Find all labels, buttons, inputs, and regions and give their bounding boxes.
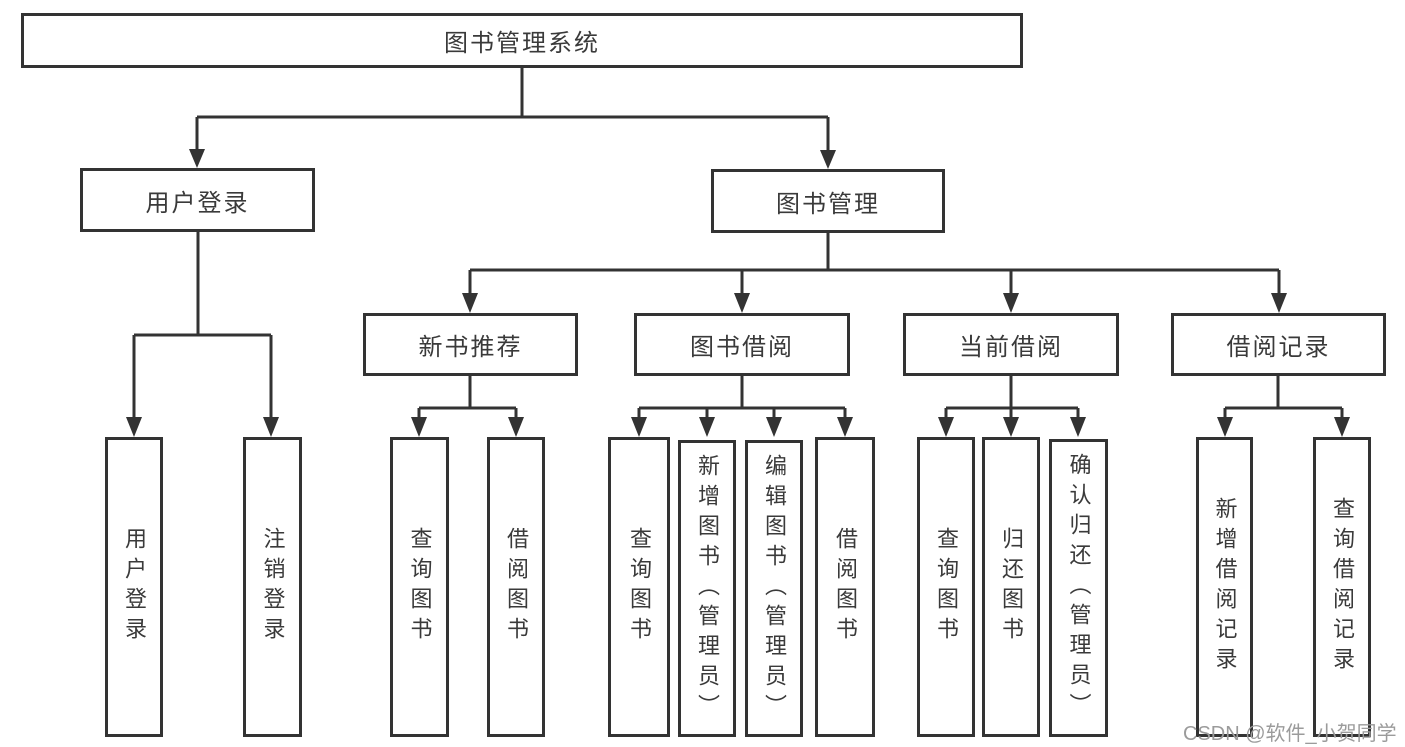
connector-book-borrowing-to-leaves — [631, 376, 853, 437]
node-book-borrowing: 图书借阅 — [634, 313, 850, 376]
leaf-query-books-borrowing-label: 查询图书 — [627, 527, 652, 647]
leaf-return-books: 归还图书 — [982, 437, 1040, 737]
node-user-login-label: 用户登录 — [145, 189, 250, 217]
leaf-query-books-recommend-label: 查询图书 — [407, 527, 433, 647]
node-borrowing-records-label: 借阅记录 — [1226, 334, 1331, 361]
node-current-borrowing-label: 当前借阅 — [959, 334, 1063, 361]
node-book-borrowing-label: 图书借阅 — [690, 334, 794, 361]
node-root-system: 图书管理系统 — [21, 13, 1023, 68]
leaf-query-borrow-record-label: 查询借阅记录 — [1330, 497, 1355, 677]
leaf-borrow-books-recommend: 借阅图书 — [487, 437, 545, 737]
node-current-borrowing: 当前借阅 — [903, 313, 1119, 376]
connector-book-management-to-level3 — [462, 233, 1287, 313]
node-book-management-label: 图书管理 — [776, 190, 880, 218]
leaf-edit-books-admin: 编辑图书（管理员） — [745, 440, 803, 737]
csdn-watermark: CSDN @软件_小贺同学 — [1183, 723, 1397, 745]
connector-current-borrowing-to-leaves — [938, 376, 1086, 437]
node-book-management: 图书管理 — [711, 169, 945, 233]
leaf-add-borrow-record: 新增借阅记录 — [1196, 437, 1253, 737]
connector-root-to-level2 — [189, 68, 836, 169]
leaf-query-borrow-record: 查询借阅记录 — [1313, 437, 1371, 737]
connector-borrowing-records-to-leaves — [1217, 376, 1350, 437]
leaf-confirm-return-admin-label: 确认归还（管理员） — [1066, 453, 1092, 723]
leaf-query-books-current: 查询图书 — [917, 437, 975, 737]
leaf-borrow-books-recommend-label: 借阅图书 — [504, 527, 529, 647]
leaf-add-borrow-record-label: 新增借阅记录 — [1212, 497, 1238, 677]
leaf-add-books-admin-label: 新增图书（管理员） — [695, 453, 720, 724]
leaf-add-books-admin: 新增图书（管理员） — [678, 440, 736, 737]
connector-user-login-to-leaves — [126, 232, 279, 437]
leaf-logout: 注销登录 — [243, 437, 302, 737]
connector-new-book-recommend-to-leaves — [411, 376, 524, 437]
leaf-query-books-recommend: 查询图书 — [390, 437, 449, 737]
leaf-user-login-label: 用户登录 — [122, 527, 147, 647]
node-root-label: 图书管理系统 — [444, 30, 600, 57]
node-user-login: 用户登录 — [80, 168, 315, 232]
leaf-borrow-books-borrowing: 借阅图书 — [815, 437, 875, 737]
leaf-user-login: 用户登录 — [105, 437, 163, 737]
node-borrowing-records: 借阅记录 — [1171, 313, 1386, 376]
leaf-return-books-label: 归还图书 — [999, 527, 1024, 647]
node-new-book-recommend: 新书推荐 — [363, 313, 578, 376]
leaf-query-books-borrowing: 查询图书 — [608, 437, 670, 737]
leaf-logout-label: 注销登录 — [260, 527, 286, 647]
leaf-query-books-current-label: 查询图书 — [934, 527, 959, 647]
leaf-borrow-books-borrowing-label: 借阅图书 — [833, 527, 858, 647]
node-new-book-recommend-label: 新书推荐 — [418, 334, 523, 361]
leaf-edit-books-admin-label: 编辑图书（管理员） — [762, 453, 787, 724]
leaf-confirm-return-admin: 确认归还（管理员） — [1049, 439, 1108, 737]
